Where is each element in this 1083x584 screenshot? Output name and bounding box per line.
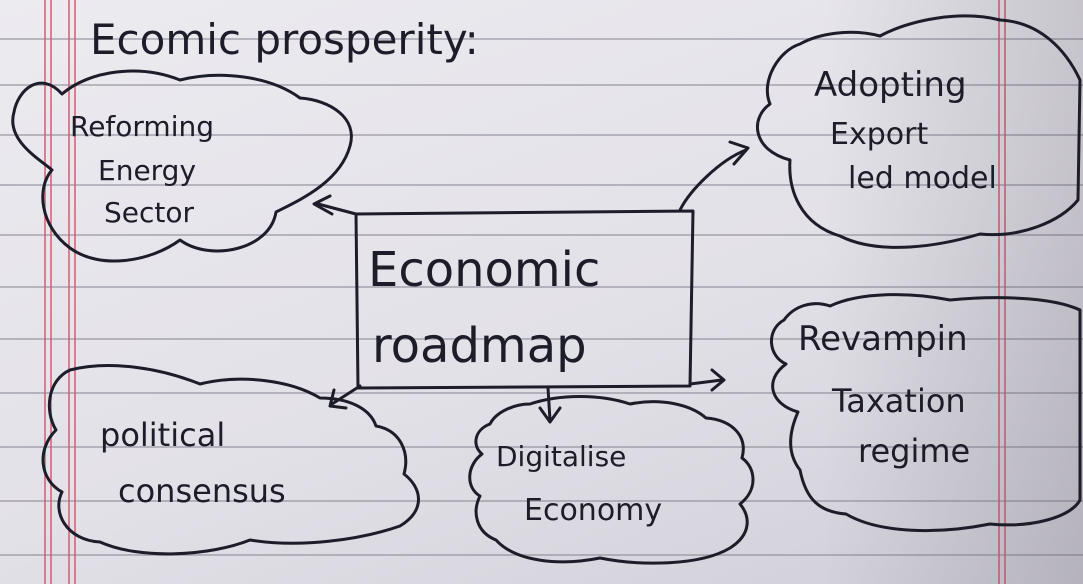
ruled-line	[0, 338, 1083, 340]
ruled-line	[0, 84, 1083, 86]
ruled-line	[0, 38, 1083, 40]
taxation-cloud	[770, 293, 1082, 533]
left-margin-line	[74, 0, 76, 584]
taxation-label-line3: regime	[858, 432, 970, 470]
ruled-line	[0, 554, 1083, 556]
digital-label-line2: Economy	[524, 493, 662, 528]
energy-label-line2: Energy	[98, 154, 196, 187]
export-cloud	[755, 14, 1082, 249]
ruled-line	[0, 234, 1083, 236]
page-shadow	[823, 0, 1083, 584]
left-margin-line	[50, 0, 52, 584]
energy-cloud	[11, 69, 353, 263]
ruled-line	[0, 286, 1083, 288]
arrowhead-export	[728, 140, 750, 166]
center-box	[354, 209, 695, 390]
arrow-to-energy	[316, 202, 358, 216]
right-margin-line	[998, 0, 1000, 584]
ruled-line	[0, 184, 1083, 186]
political-cloud	[41, 364, 420, 556]
export-label-line3: led model	[848, 161, 997, 196]
arrow-to-taxation	[688, 378, 724, 386]
center-label-line2: roadmap	[372, 318, 587, 374]
digital-cloud	[468, 395, 755, 565]
taxation-label-line1: Revampin	[798, 319, 968, 359]
taxation-label-line2: Taxation	[831, 382, 966, 420]
left-margin-line	[44, 0, 46, 584]
political-label-line2: consensus	[118, 472, 286, 510]
arrow-to-political	[330, 384, 362, 406]
arrow-to-export	[678, 148, 748, 212]
arrowhead-energy	[312, 194, 334, 216]
ruled-line	[0, 500, 1083, 502]
energy-label-line1: Reforming	[70, 110, 214, 143]
ruled-line	[0, 134, 1083, 136]
export-label-line2: Export	[830, 117, 928, 152]
ruled-line	[0, 446, 1083, 448]
arrowhead-political	[328, 388, 348, 410]
ruled-line	[0, 392, 1083, 394]
center-label-line1: Economic	[368, 242, 600, 298]
digital-label-line1: Digitalise	[496, 440, 626, 473]
page-title: Ecomic prosperity:	[90, 15, 479, 64]
arrowhead-taxation	[710, 368, 726, 392]
political-label-line1: political	[100, 416, 225, 454]
export-label-line1: Adopting	[814, 65, 967, 105]
left-margin-line	[68, 0, 70, 584]
arrowhead-digital	[538, 406, 562, 424]
energy-label-line3: Sector	[104, 196, 195, 229]
right-margin-line	[1004, 0, 1006, 584]
arrow-to-digital	[546, 386, 552, 422]
